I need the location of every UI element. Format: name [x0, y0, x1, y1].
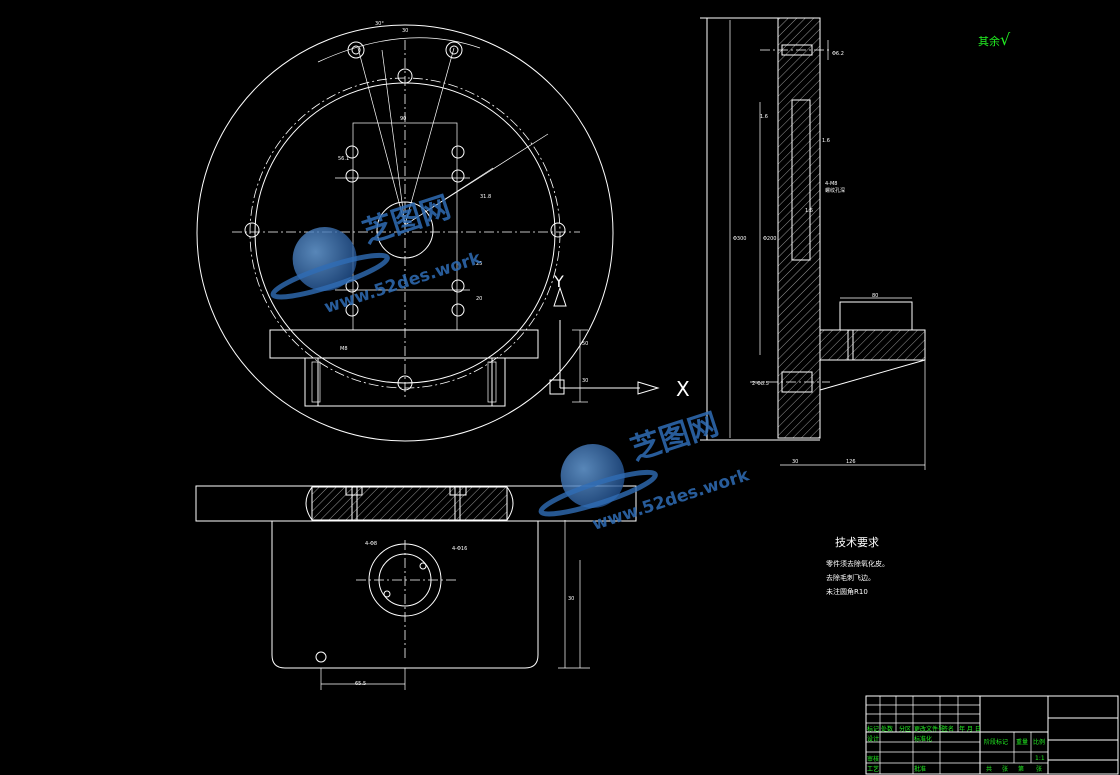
- tb-label: 工艺: [867, 765, 879, 773]
- dim-text: 2-Φ8.5: [752, 381, 769, 387]
- dim-text: 65.5: [355, 681, 366, 687]
- top-view: 30° 30 90 56.1 31.8 25 20 50 30 M8 X Y: [196, 21, 690, 442]
- dim-text: 1.6: [822, 138, 830, 144]
- roughness-symbol-icon: √: [1000, 30, 1011, 49]
- tb-label: 设计: [867, 735, 879, 743]
- tb-label: 标记: [867, 725, 879, 733]
- tb-label: 签名: [942, 725, 954, 733]
- dim-text: 30: [792, 459, 798, 465]
- tb-label: 张: [1036, 765, 1042, 773]
- dim-text: 126: [846, 459, 856, 465]
- tech-requirement-line: 未注圆角R10: [826, 587, 868, 596]
- tech-requirements-title: 技术要求: [835, 536, 879, 549]
- dim-text: 25: [476, 261, 482, 267]
- watermark-cn: 芝图网: [627, 407, 723, 468]
- tech-requirement-line: 去除毛刺飞边。: [826, 573, 875, 582]
- dim-text: 31.8: [480, 194, 491, 200]
- bolt-hole: [451, 145, 465, 159]
- dim-text: Φ200: [763, 236, 776, 242]
- dim-angle: 30°: [375, 21, 384, 27]
- x-axis-label: X: [676, 377, 690, 401]
- bolt-hole: [345, 169, 359, 183]
- dim-text: M8: [340, 346, 348, 352]
- bolt-hole: [244, 222, 260, 238]
- bolt-hole: [445, 41, 463, 59]
- tb-label: 分区: [899, 725, 911, 733]
- front-view: 4-Φ8 4-Φ16 65.5 30: [195, 485, 637, 690]
- dim-text: 56.1: [338, 156, 349, 162]
- tech-requirement-line: 零件须去除氧化皮。: [826, 559, 889, 568]
- dim-text: 4-Φ8: [365, 541, 377, 547]
- tech-requirements: 技术要求 零件须去除氧化皮。 去除毛刺飞边。 未注圆角R10: [826, 536, 889, 596]
- tb-label: 比例: [1033, 738, 1045, 746]
- bolt-hole: [451, 279, 465, 293]
- bolt-hole: [550, 222, 566, 238]
- bolt-hole: [345, 303, 359, 317]
- dim-text: 30: [402, 28, 408, 34]
- dim-text: 螺纹孔深: [825, 187, 845, 194]
- watermark-cn: 芝图网: [359, 190, 455, 251]
- dim-text: 80: [872, 293, 878, 299]
- dim-text: Φ300: [733, 236, 746, 242]
- bolt-hole: [347, 41, 365, 59]
- dim-text: 1.6: [760, 114, 768, 120]
- bolt-hole: [397, 375, 413, 391]
- tb-label: 阶段标记: [984, 738, 1008, 746]
- dim-text: 1.6: [805, 208, 813, 214]
- dim-text: 30: [568, 596, 574, 602]
- tb-label: 共: [986, 765, 992, 773]
- tb-label: 年 月 日: [959, 725, 981, 733]
- tb-label: 标准化: [914, 735, 932, 743]
- dim-text: 50: [582, 341, 588, 347]
- y-axis-label: Y: [553, 272, 564, 291]
- watermark-logo: 芝图网 www.52des.work: [270, 190, 484, 318]
- tb-scale: 1:1: [1035, 755, 1045, 762]
- tb-label: 审核: [867, 755, 879, 763]
- tb-label: 更改文件号: [914, 725, 944, 733]
- watermark-logo: 芝图网 www.52des.work: [538, 407, 752, 535]
- tb-label: 第: [1018, 765, 1024, 773]
- dim-text: 4-Φ16: [452, 546, 467, 552]
- roughness-label: 其余: [978, 34, 1000, 48]
- dim-text: Φ6.2: [832, 51, 844, 57]
- bolt-hole: [397, 68, 413, 84]
- bolt-hole: [451, 303, 465, 317]
- tb-label: 重量: [1016, 738, 1028, 746]
- dim-text: 4-M8: [825, 181, 837, 187]
- roughness-mark: 其余 √: [978, 30, 1011, 49]
- tb-label: 批准: [914, 765, 926, 773]
- title-block: 标记 处数 分区 更改文件号 签名 年 月 日 设计 标准化 审核 工艺 批准 …: [865, 695, 1119, 775]
- side-view: Φ6.2 4-M8 螺纹孔深 80 30 126 Φ300 Φ200 1.6 1…: [700, 17, 926, 470]
- dim-text: 90: [400, 116, 406, 122]
- tb-label: 张: [1002, 765, 1008, 773]
- bolt-hole: [451, 169, 465, 183]
- dim-text: 30: [582, 378, 588, 384]
- tb-label: 处数: [881, 725, 893, 733]
- bolt-hole: [345, 145, 359, 159]
- dim-text: 20: [476, 296, 482, 302]
